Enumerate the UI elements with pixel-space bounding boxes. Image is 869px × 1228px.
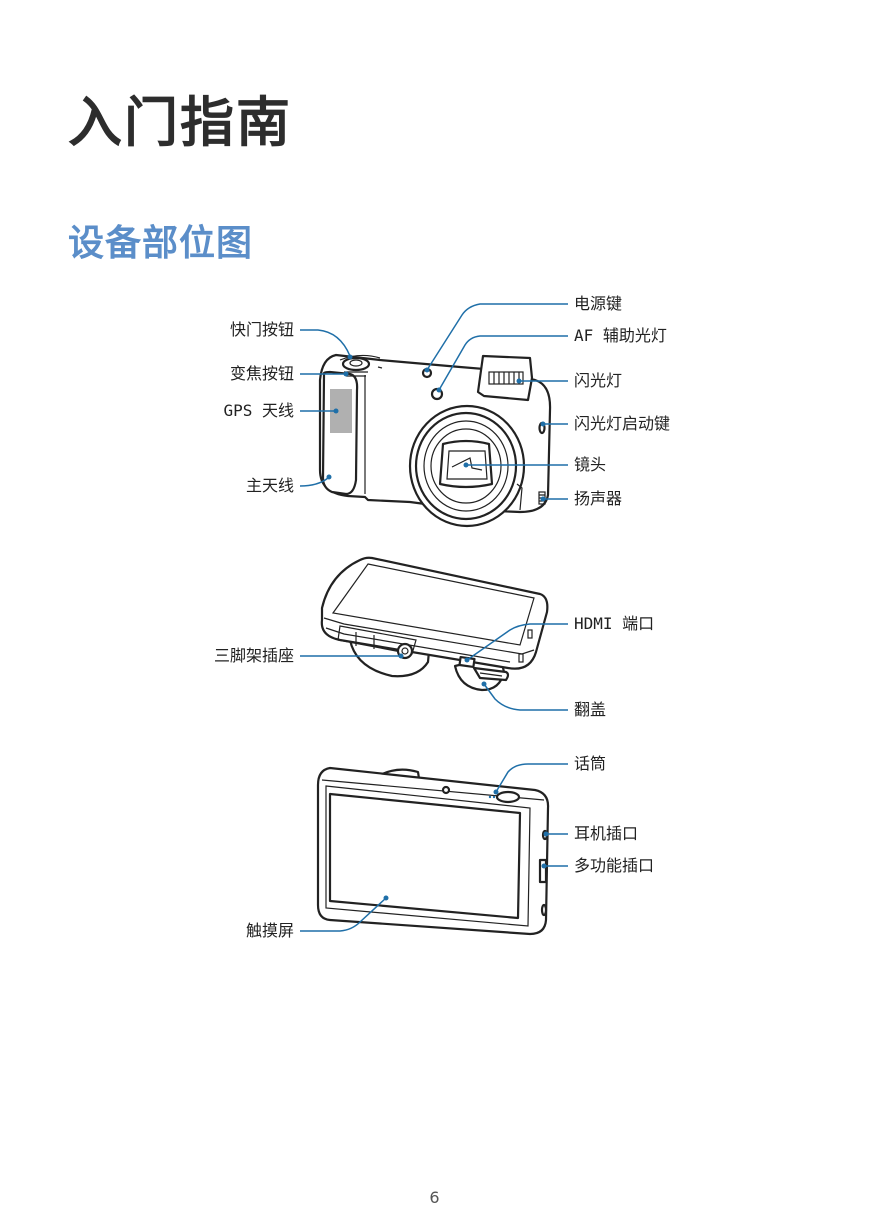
shutter-button-shape	[341, 356, 371, 372]
label-power-key: 电源键	[574, 294, 623, 313]
label-tripod-mount: 三脚架插座	[213, 646, 294, 665]
label-lens: 镜头	[574, 455, 607, 474]
flash-unit-shape	[476, 354, 534, 402]
front-callouts	[299, 303, 568, 502]
microphone-hole	[492, 795, 496, 799]
camera-front-view	[318, 353, 552, 528]
page-number: 6	[429, 1188, 440, 1207]
label-flash: 闪光灯	[574, 371, 623, 390]
page-title: 入门指南	[68, 91, 292, 154]
label-zoom-button: 变焦按钮	[229, 364, 294, 383]
label-touch-screen: 触摸屏	[245, 921, 294, 940]
rear-screen-bottom-view	[331, 563, 535, 646]
label-speaker: 扬声器	[574, 489, 623, 508]
label-shutter-button: 快门按钮	[229, 320, 294, 339]
touch-screen-shape	[328, 792, 522, 920]
label-cover: 翻盖	[574, 700, 607, 719]
camera-rear-view	[316, 766, 550, 936]
label-microphone: 话筒	[574, 754, 607, 773]
rear-power-key	[441, 785, 451, 795]
section-title: 设备部位图	[68, 223, 254, 264]
bottom-callouts	[300, 623, 568, 711]
label-af-assist-light: AF 辅助光灯	[574, 326, 667, 345]
multipurpose-jack-shape	[538, 858, 548, 884]
label-gps-antenna: GPS 天线	[223, 401, 294, 420]
label-multipurpose-jack: 多功能插口	[574, 856, 655, 875]
label-main-antenna: 主天线	[245, 476, 294, 495]
rear-callouts	[300, 763, 568, 932]
camera-bottom-view	[320, 556, 549, 692]
gps-antenna-patch	[330, 389, 352, 433]
touch-screen-frame	[325, 785, 531, 927]
camera-body-bottom	[320, 556, 549, 670]
label-flash-release: 闪光灯启动键	[574, 414, 671, 433]
rear-shutter-button	[495, 790, 521, 804]
label-headset-jack: 耳机插口	[574, 824, 639, 843]
label-hdmi-port: HDMI 端口	[574, 614, 655, 633]
